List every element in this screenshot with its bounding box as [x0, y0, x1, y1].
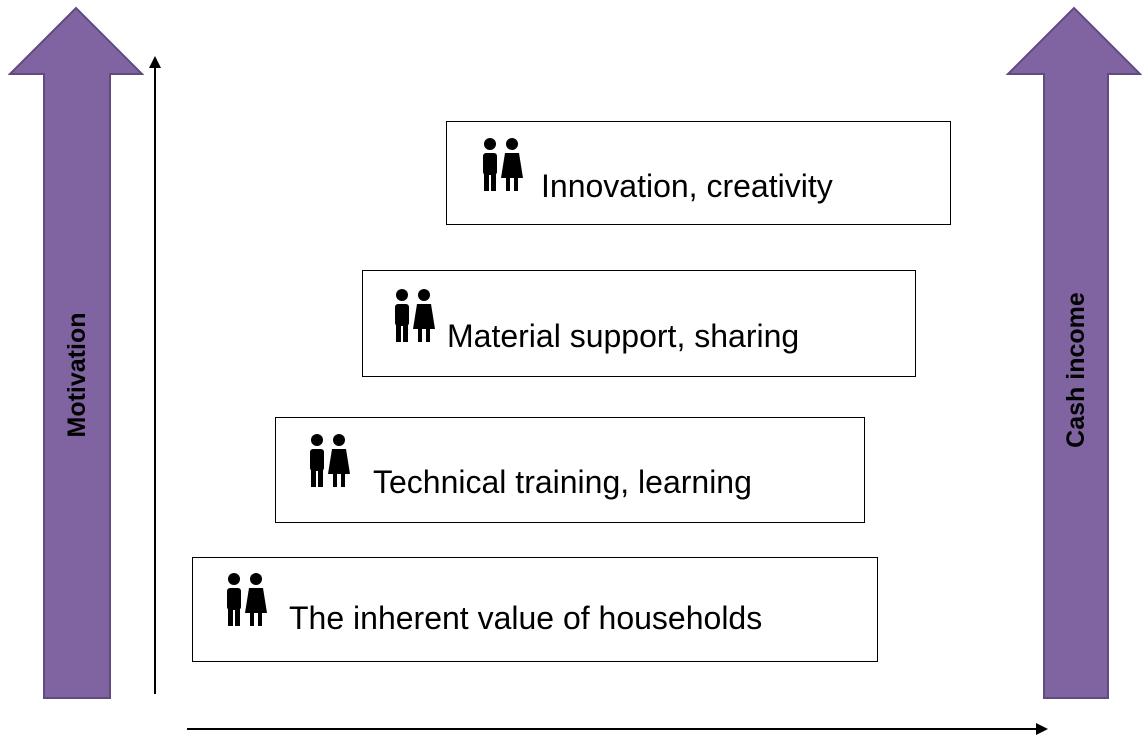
people-icon: [310, 434, 350, 487]
level-label: Innovation, creativity: [541, 168, 833, 204]
people-icon: [395, 289, 435, 342]
level-label: Technical training, learning: [373, 464, 752, 500]
level-box-material-support: Material support, sharing: [362, 270, 916, 377]
people-icon: [227, 573, 267, 626]
people-icon: [483, 138, 523, 191]
level-box-innovation: Innovation, creativity: [446, 121, 951, 225]
level-box-inherent-value: The inherent value of households: [192, 557, 878, 662]
level-label: The inherent value of households: [289, 600, 763, 636]
level-box-technical-training: Technical training, learning: [275, 417, 865, 523]
level-label: Material support, sharing: [447, 318, 800, 354]
